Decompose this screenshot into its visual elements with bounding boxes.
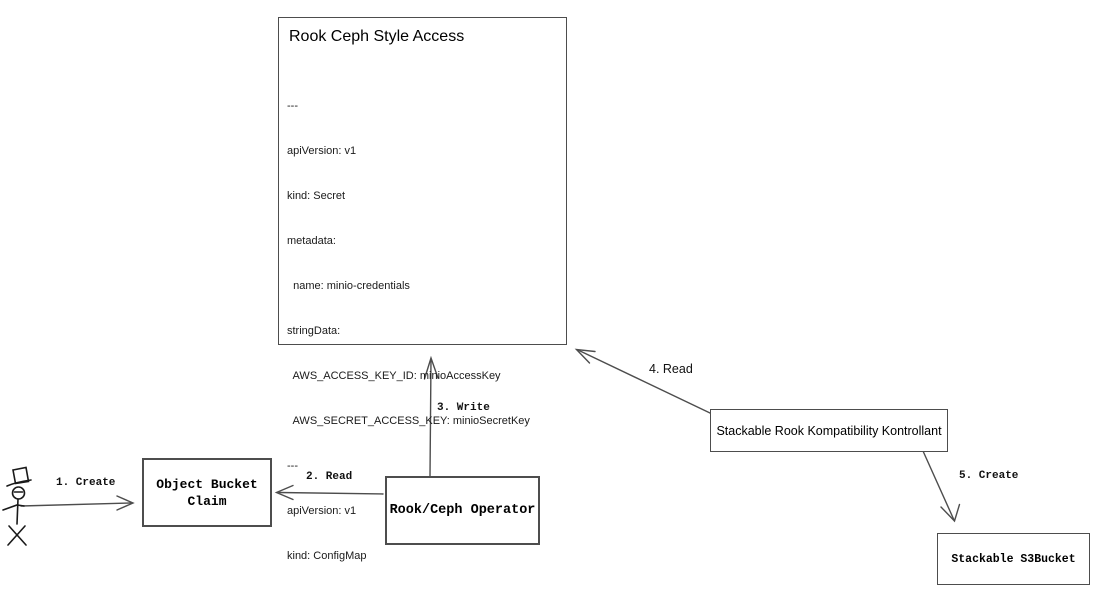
arrow-3-write <box>423 355 439 477</box>
yaml-line: metadata: <box>287 235 336 247</box>
edge-label-5-create: 5. Create <box>959 470 1019 482</box>
node-rook-ceph-operator: Rook/Ceph Operator <box>385 476 540 545</box>
node-stackable-rook-kompatibility-kontrollant: Stackable Rook Kompatibility Kontrollant <box>710 409 948 452</box>
yaml-line: kind: ConfigMap <box>287 550 367 562</box>
access-box-title: Rook Ceph Style Access <box>289 28 465 45</box>
yaml-line: kind: Secret <box>287 190 346 202</box>
yaml-line: name: minio-credentials <box>287 280 410 292</box>
edge-label-2-read: 2. Read <box>306 471 353 483</box>
arrow-2-read <box>274 484 384 501</box>
edge-label-1-create: 1. Create <box>56 477 116 489</box>
yaml-line: AWS_ACCESS_KEY_ID: minioAccessKey <box>287 370 501 382</box>
node-stackable-s3bucket: Stackable S3Bucket <box>937 533 1090 585</box>
arrow-4-read <box>574 348 711 414</box>
yaml-line: stringData: <box>287 325 341 337</box>
yaml-line: --- <box>287 460 298 472</box>
node-rook-ceph-style-access: Rook Ceph Style Access --- apiVersion: v… <box>278 17 567 562</box>
stick-figure-icon <box>2 466 32 546</box>
yaml-line: apiVersion: v1 <box>287 145 357 157</box>
arrow-5-create <box>922 450 961 523</box>
yaml-line: AWS_SECRET_ACCESS_KEY: minioSecretKey <box>287 415 530 427</box>
yaml-line: apiVersion: v1 <box>287 505 357 517</box>
edge-label-4-read: 4. Read <box>649 362 693 376</box>
arrow-1-create <box>20 495 135 511</box>
edge-label-3-write: 3. Write <box>437 402 490 414</box>
node-object-bucket-claim: Object Bucket Claim <box>142 458 272 527</box>
access-box-yaml: --- apiVersion: v1 kind: Secret metadata… <box>287 69 530 591</box>
yaml-line: --- <box>287 100 298 112</box>
